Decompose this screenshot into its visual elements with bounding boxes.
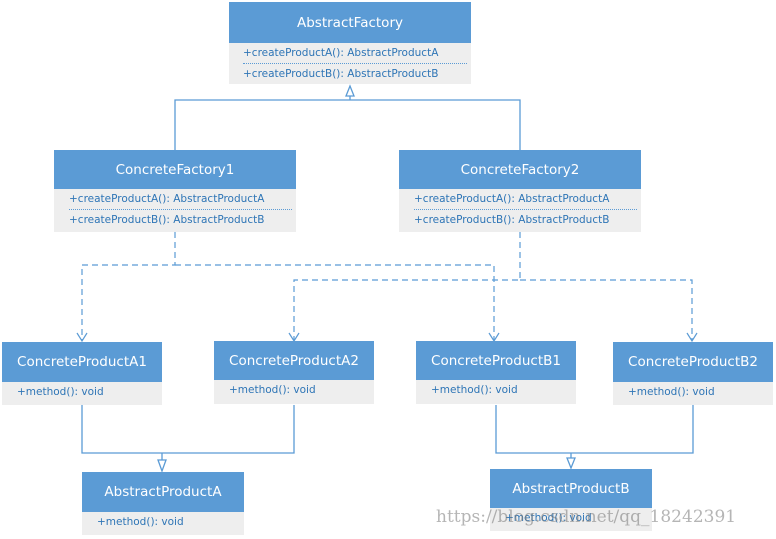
class-name: ConcreteProductB1 bbox=[416, 341, 576, 380]
class-concrete-factory-1: ConcreteFactory1 +createProductA(): Abst… bbox=[54, 150, 296, 232]
separator bbox=[243, 63, 467, 64]
class-methods: +method(): void bbox=[82, 512, 244, 535]
class-methods: +method(): void bbox=[2, 382, 162, 405]
method-create-product-b: +createProductB(): AbstractProductB bbox=[69, 214, 265, 226]
method-create-product-a: +createProductA(): AbstractProductA bbox=[69, 193, 265, 205]
dependency-arrowhead-a1 bbox=[76, 332, 88, 343]
class-concrete-product-a2: ConcreteProductA2 +method(): void bbox=[214, 341, 374, 404]
class-concrete-product-b2: ConcreteProductB2 +method(): void bbox=[613, 342, 773, 405]
method: +method(): void bbox=[431, 384, 518, 396]
class-abstract-factory: AbstractFactory +createProductA(): Abstr… bbox=[229, 2, 471, 84]
class-methods: +method(): void bbox=[214, 380, 374, 404]
dependency-factory2-to-b2 bbox=[520, 279, 693, 340]
class-methods: +method(): void bbox=[613, 382, 773, 405]
class-name: ConcreteProductB2 bbox=[613, 342, 773, 382]
inherit-line-products-a bbox=[81, 405, 295, 454]
class-concrete-product-b1: ConcreteProductB1 +method(): void bbox=[416, 341, 576, 404]
class-name: ConcreteFactory2 bbox=[399, 150, 641, 189]
class-name: AbstractProductB bbox=[490, 469, 652, 508]
class-methods: +createProductA(): AbstractProductA +cre… bbox=[229, 43, 471, 84]
inherit-line-products-b bbox=[495, 405, 694, 454]
class-abstract-product-b: AbstractProductB +method(): void bbox=[490, 469, 652, 531]
method: +method(): void bbox=[97, 516, 184, 528]
dependency-factory1-to-a1 bbox=[81, 232, 176, 340]
class-methods: +createProductA(): AbstractProductA +cre… bbox=[399, 189, 641, 232]
separator bbox=[414, 209, 637, 210]
separator bbox=[69, 209, 292, 210]
class-methods: +method(): void bbox=[490, 508, 652, 531]
class-name: ConcreteProductA2 bbox=[214, 341, 374, 380]
inherit-arrowhead-abstract-factory bbox=[345, 84, 355, 97]
class-name: AbstractProductA bbox=[82, 472, 244, 512]
method: +method(): void bbox=[628, 386, 715, 398]
class-abstract-product-a: AbstractProductA +method(): void bbox=[82, 472, 244, 535]
method: +method(): void bbox=[229, 384, 316, 396]
method-create-product-b: +createProductB(): AbstractProductB bbox=[243, 68, 439, 80]
dependency-factory1-to-b1 bbox=[175, 264, 495, 340]
method-create-product-b: +createProductB(): AbstractProductB bbox=[414, 214, 610, 226]
class-name: ConcreteProductA1 bbox=[2, 342, 162, 382]
class-concrete-factory-2: ConcreteFactory2 +createProductA(): Abst… bbox=[399, 150, 641, 232]
method-create-product-a: +createProductA(): AbstractProductA bbox=[414, 193, 610, 205]
dependency-factory2-to-a2 bbox=[293, 232, 521, 340]
class-name: AbstractFactory bbox=[229, 2, 471, 43]
class-methods: +method(): void bbox=[416, 380, 576, 404]
method-create-product-a: +createProductA(): AbstractProductA bbox=[243, 47, 439, 59]
inherit-line-factory1 bbox=[174, 99, 521, 150]
class-methods: +createProductA(): AbstractProductA +cre… bbox=[54, 189, 296, 232]
class-concrete-product-a1: ConcreteProductA1 +method(): void bbox=[2, 342, 162, 405]
dependency-arrowhead-b2 bbox=[686, 332, 698, 343]
method: +method(): void bbox=[17, 386, 104, 398]
watermark-url: https://blog.csdn.net/qq_18242391 bbox=[436, 507, 737, 527]
class-name: ConcreteFactory1 bbox=[54, 150, 296, 189]
inherit-arrowhead-abstract-product-b bbox=[566, 457, 576, 470]
inherit-arrowhead-abstract-product-a bbox=[157, 459, 167, 473]
method: +method(): void bbox=[505, 512, 592, 524]
